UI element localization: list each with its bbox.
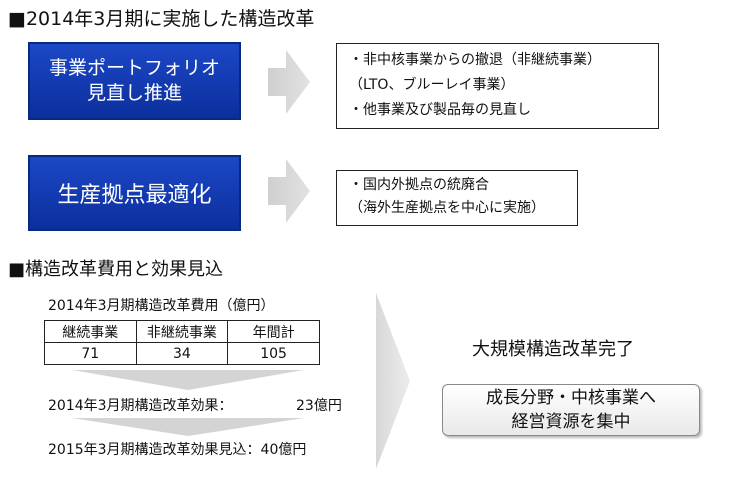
portfolio-review-label-line2: 見直し推進 bbox=[86, 82, 182, 104]
production-site-optimization-box: 生産拠点最適化 bbox=[28, 155, 241, 231]
production-site-label: 生産拠点最適化 bbox=[57, 183, 212, 208]
portfolio-review-box: 事業ポートフォリオ 見直し推進 bbox=[28, 42, 241, 120]
forecast-line: 2015年3月期構造改革効果見込：40億円 bbox=[48, 442, 307, 458]
portfolio-details-box: ・非中核事業からの撤退（非継続事業） （LTO、ブルーレイ事業） ・他事業及び製… bbox=[336, 43, 659, 129]
large-right-arrow-icon bbox=[376, 293, 410, 469]
down-arrow-icon bbox=[72, 418, 304, 436]
table-cell: 105 bbox=[227, 342, 320, 365]
effect-value: 23億円 bbox=[296, 398, 342, 414]
portfolio-bullet-3: ・他事業及び製品毎の見直し bbox=[349, 102, 531, 118]
site-details-box: ・国内外拠点の統廃合 （海外生産拠点を中心に実施） bbox=[336, 170, 578, 226]
site-bullet-2: （海外生産拠点を中心に実施） bbox=[349, 200, 545, 216]
right-arrow-icon bbox=[268, 50, 310, 114]
right-arrow-icon bbox=[268, 159, 310, 223]
table-header: 年間計 bbox=[227, 320, 320, 343]
result-line-2: 経営資源を集中 bbox=[511, 412, 631, 432]
cost-table-title: 2014年3月期構造改革費用（億円） bbox=[48, 298, 275, 314]
result-line-1: 成長分野・中核事業へ bbox=[486, 388, 656, 408]
completion-text: 大規模構造改革完了 bbox=[472, 339, 634, 360]
portfolio-review-label-line1: 事業ポートフォリオ bbox=[48, 57, 220, 79]
table-cell: 71 bbox=[44, 342, 137, 365]
site-bullet-1: ・国内外拠点の統廃合 bbox=[349, 177, 489, 193]
table-cell: 34 bbox=[135, 342, 229, 365]
resource-focus-box: 成長分野・中核事業へ 経営資源を集中 bbox=[442, 384, 700, 436]
table-row: 71 34 105 bbox=[44, 342, 320, 365]
cost-table: 継続事業 非継続事業 年間計 71 34 105 bbox=[44, 320, 320, 365]
portfolio-bullet-1: ・非中核事業からの撤退（非継続事業） bbox=[349, 52, 601, 68]
section-heading-restructuring: ■2014年3月期に実施した構造改革 bbox=[8, 8, 315, 30]
effect-label: 2014年3月期構造改革効果： bbox=[48, 398, 233, 414]
table-header-row: 継続事業 非継続事業 年間計 bbox=[44, 320, 320, 343]
table-header: 非継続事業 bbox=[135, 320, 229, 343]
portfolio-bullet-2: （LTO、ブルーレイ事業） bbox=[349, 77, 515, 93]
section-heading-costs: ■構造改革費用と効果見込 bbox=[8, 259, 224, 280]
table-header: 継続事業 bbox=[44, 320, 137, 343]
down-arrow-icon bbox=[72, 370, 304, 390]
